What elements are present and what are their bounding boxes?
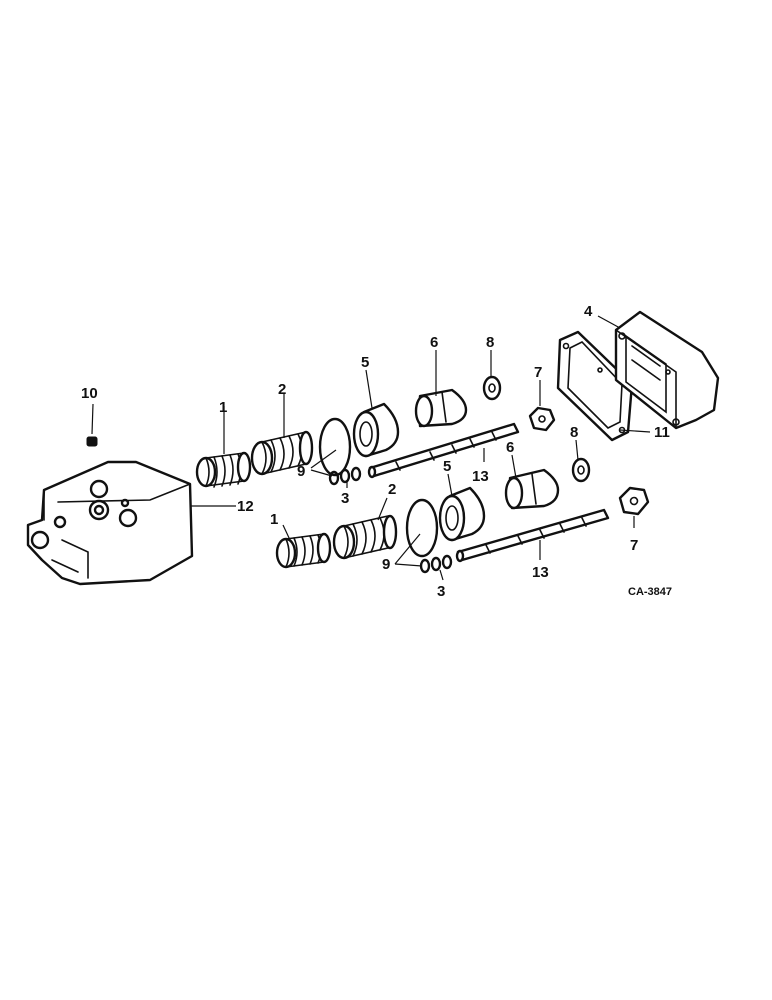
small-rings-3-bottom [419,554,453,574]
cap-6-top [414,388,468,428]
washer-8-top [482,375,502,401]
washer-8-bottom [571,457,591,483]
nut-7-top [528,406,556,432]
valve-body [26,460,194,586]
o-ring-9-bottom [405,498,439,558]
label-2-top: 2 [278,381,286,398]
spool-13-bottom [455,508,610,563]
cover-4 [614,310,720,430]
spool-13-top [367,422,520,479]
label-2-bottom: 2 [388,481,396,498]
label-12: 12 [237,498,254,515]
o-ring-9-top [318,417,352,477]
leader-lines [91,315,651,581]
label-6-bottom: 6 [506,439,514,456]
label-1-top: 1 [219,399,227,416]
spring-2-bottom [332,514,398,560]
label-3-bottom: 3 [437,583,445,600]
small-rings-3-top [328,466,362,486]
label-6-top: 6 [430,334,438,351]
drawing-code: CA-3847 [628,586,672,598]
label-7-bottom: 7 [630,537,638,554]
label-3-top: 3 [341,490,349,507]
label-1-bottom: 1 [270,511,278,528]
label-13-top: 13 [472,468,489,485]
label-13-bottom: 13 [532,564,549,581]
label-8-top: 8 [486,334,494,351]
nut-7-bottom [618,486,650,516]
plug-part [86,436,98,447]
label-11: 11 [654,424,670,441]
sleeve-5-bottom [438,486,486,542]
spring-1-bottom [275,532,332,569]
label-10: 10 [81,385,98,402]
label-7-top: 7 [534,364,542,381]
sleeve-5-top [352,402,400,458]
label-5-top: 5 [361,354,369,371]
label-4: 4 [584,303,593,320]
gasket-11 [556,330,634,442]
cap-6-bottom [504,468,560,510]
spring-2-top [250,430,314,476]
label-5-bottom: 5 [443,458,451,475]
label-9-bottom: 9 [382,556,390,573]
spring-1-top [195,451,252,488]
label-8-bottom: 8 [570,424,578,441]
label-9-top: 9 [297,463,305,480]
